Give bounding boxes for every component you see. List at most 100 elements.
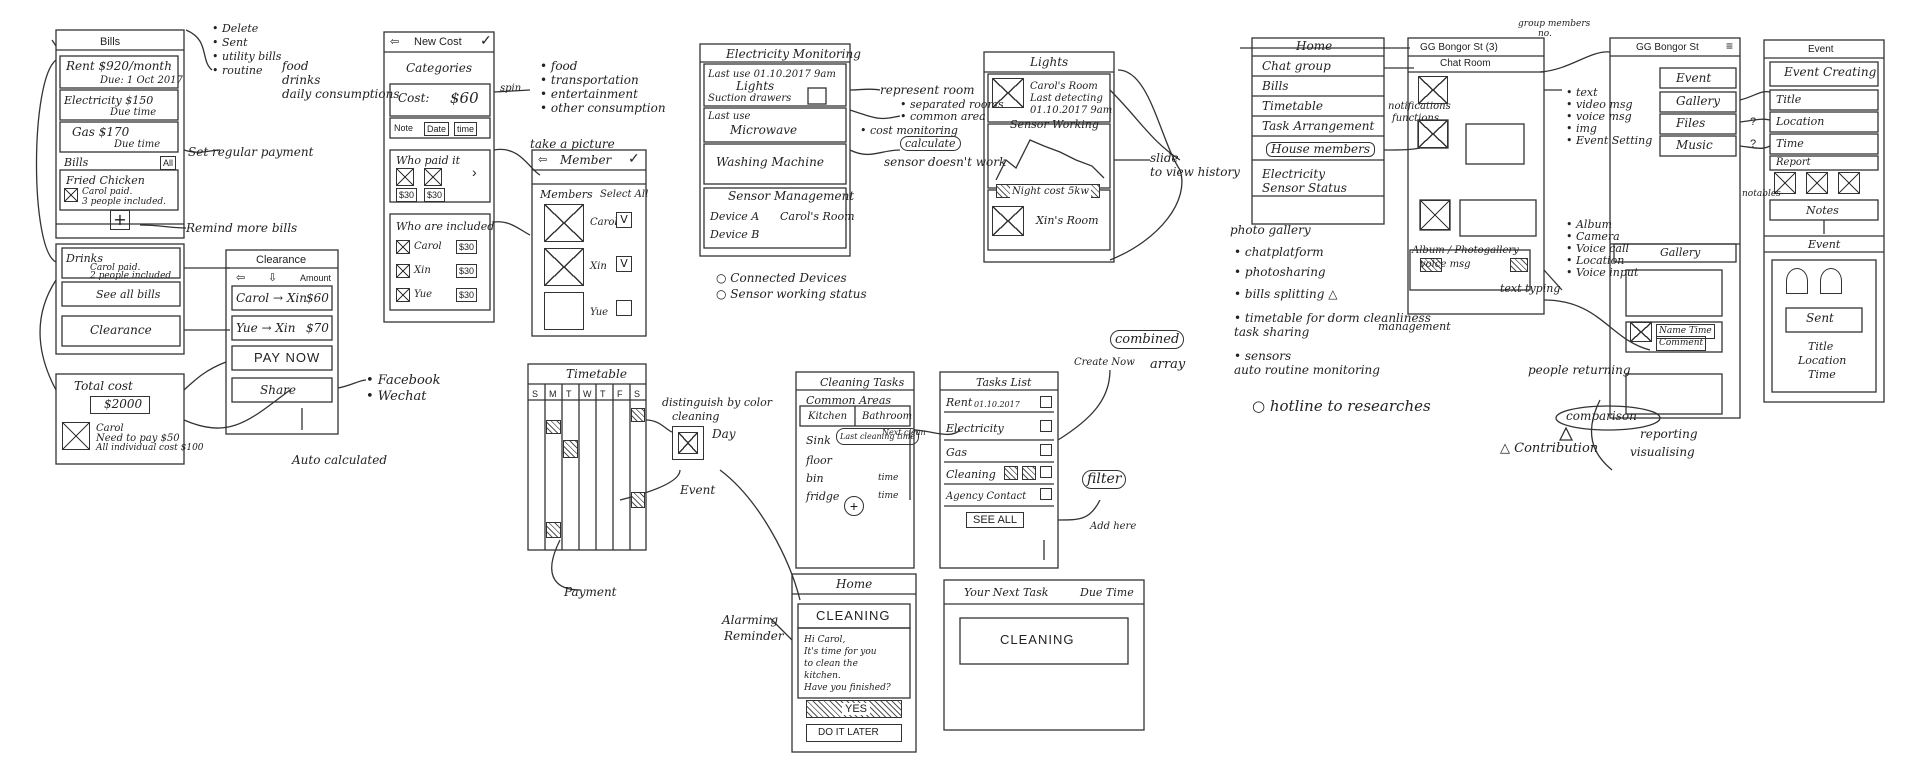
do-it-later-button[interactable]: DO IT LATER: [818, 727, 879, 738]
tab-kitchen[interactable]: Kitchen: [808, 411, 848, 422]
payer-avatar-icon[interactable]: [396, 168, 414, 186]
clearance-button[interactable]: Clearance: [90, 323, 152, 337]
send-button-icon[interactable]: [1510, 258, 1528, 272]
event-notes-field[interactable]: Notes: [1806, 204, 1839, 217]
lights-device[interactable]: Lights: [736, 79, 775, 93]
timetable-event-cell[interactable]: [563, 440, 578, 458]
device-b[interactable]: Device B: [710, 228, 760, 241]
check-box-icon[interactable]: V: [616, 212, 632, 228]
electricity-row[interactable]: Electricity $150: [64, 94, 154, 107]
add-bill-button[interactable]: +: [110, 210, 130, 230]
confirm-check-icon[interactable]: ✓: [480, 32, 492, 48]
clearance-row2[interactable]: Yue → Xin: [236, 321, 296, 335]
input-button-icon[interactable]: [1420, 258, 1442, 272]
payer-amount[interactable]: $30: [424, 188, 446, 202]
categories-button[interactable]: Categories: [406, 61, 472, 75]
task-fridge[interactable]: fridge: [806, 490, 840, 503]
menu-sensor-status[interactable]: Sensor Status: [1262, 181, 1347, 195]
menu-timetable[interactable]: Timetable: [1262, 99, 1323, 113]
arrow-left-icon[interactable]: ⇦: [236, 272, 246, 284]
back-arrow-icon[interactable]: ⇦: [390, 36, 400, 48]
payer-amount[interactable]: $30: [396, 188, 418, 202]
xin-room[interactable]: Xin's Room: [1036, 214, 1099, 227]
task-sink[interactable]: Sink: [806, 434, 831, 447]
menu-files[interactable]: Files: [1676, 116, 1706, 130]
sensor-management[interactable]: Sensor Management: [728, 189, 855, 203]
menu-event[interactable]: Event: [1676, 71, 1712, 85]
microwave-device[interactable]: Microwave: [730, 123, 798, 137]
menu-music[interactable]: Music: [1676, 138, 1713, 152]
task-bin[interactable]: bin: [806, 472, 824, 485]
add-task-button[interactable]: +: [844, 496, 864, 516]
payer-avatar-icon[interactable]: [424, 168, 442, 186]
yes-button[interactable]: YES: [842, 703, 871, 715]
report-photo-icon[interactable]: [1806, 172, 1828, 194]
timetable-event-cell[interactable]: [631, 408, 645, 422]
share-button[interactable]: Share: [260, 383, 296, 397]
event-title-field[interactable]: Title: [1776, 93, 1802, 106]
included-amount[interactable]: $30: [456, 264, 478, 278]
event-location-field[interactable]: Location: [1776, 115, 1825, 128]
task-floor[interactable]: floor: [806, 454, 832, 467]
check-box-icon[interactable]: [616, 300, 632, 316]
select-all-button[interactable]: Select All: [600, 189, 649, 200]
gas-row[interactable]: Gas $170: [72, 125, 130, 139]
included-amount[interactable]: $30: [456, 288, 478, 302]
drinks-row[interactable]: Drinks: [66, 252, 103, 265]
report-photo-icon[interactable]: [1774, 172, 1796, 194]
member-xin: Xin: [590, 261, 607, 272]
included-carol[interactable]: Carol: [414, 241, 442, 252]
washing-machine-device[interactable]: Washing Machine: [716, 155, 824, 169]
note-field[interactable]: Note: [394, 123, 414, 133]
menu-task-arrangement[interactable]: Task Arrangement: [1262, 119, 1375, 133]
menu-electricity[interactable]: Electricity: [1262, 167, 1325, 181]
rent-row[interactable]: Rent $920/month: [66, 59, 172, 73]
menu-house-members[interactable]: House members: [1266, 142, 1376, 157]
album-note: Album / Photogallery: [1412, 245, 1519, 256]
time-field[interactable]: time: [454, 122, 478, 136]
menu-gallery[interactable]: Gallery: [1676, 94, 1721, 108]
input-album: • Album: [1566, 218, 1613, 231]
event-time-field[interactable]: Time: [1776, 137, 1804, 150]
date-field[interactable]: Date: [424, 122, 450, 136]
do-it-later-frame[interactable]: [806, 724, 902, 742]
pay-now-button[interactable]: PAY NOW: [254, 350, 321, 365]
member-avatar-icon: [396, 288, 410, 302]
confirm-check-icon[interactable]: ✓: [628, 150, 640, 166]
gallery-comment[interactable]: Comment: [1656, 336, 1707, 351]
clearance-row1[interactable]: Carol → Xin: [236, 291, 307, 305]
task-agency[interactable]: Agency Contact: [946, 491, 1027, 502]
task-gas[interactable]: Gas: [946, 446, 967, 459]
fried-chicken[interactable]: Fried Chicken: [66, 174, 145, 187]
task-electricity[interactable]: Electricity: [946, 422, 1004, 435]
check-box-icon[interactable]: V: [616, 256, 632, 272]
timetable-event-cell[interactable]: [546, 420, 561, 434]
timetable-event-cell[interactable]: [631, 492, 645, 508]
report-photo-icon[interactable]: [1838, 172, 1860, 194]
included-amount[interactable]: $30: [456, 240, 478, 254]
event-note: Event: [680, 483, 716, 497]
task-rent[interactable]: Rent: [946, 396, 973, 409]
menu-chat-group[interactable]: Chat group: [1262, 59, 1331, 73]
see-all-bills-button[interactable]: See all bills: [96, 288, 161, 301]
chevron-right-icon[interactable]: ›: [472, 164, 477, 180]
all-button[interactable]: All: [160, 156, 177, 170]
back-arrow-icon[interactable]: ⇦: [538, 154, 548, 166]
gallery-thumb-icon[interactable]: [1630, 322, 1652, 342]
menu-bills[interactable]: Bills: [1262, 79, 1289, 93]
tab-bathroom[interactable]: Bathroom: [862, 411, 913, 422]
functions-note: functions: [1392, 113, 1439, 124]
included-yue[interactable]: Yue: [414, 289, 433, 300]
note-drinks: drinks: [282, 73, 321, 87]
timetable-event-cell[interactable]: [546, 522, 561, 538]
see-all-tasks-button[interactable]: SEE ALL: [966, 512, 1025, 528]
arrow-down-icon[interactable]: ⇩: [268, 272, 278, 284]
task-cleaning[interactable]: Cleaning: [946, 468, 996, 481]
event-report-field[interactable]: Report: [1776, 157, 1811, 168]
device-a[interactable]: Device A: [710, 210, 760, 223]
cost-value[interactable]: $60: [450, 89, 479, 107]
included-xin[interactable]: Xin: [414, 265, 431, 276]
next-task-cleaning[interactable]: CLEANING: [1000, 632, 1075, 647]
sent-button[interactable]: Sent: [1806, 311, 1834, 325]
menu-icon[interactable]: ≡: [1726, 39, 1734, 53]
